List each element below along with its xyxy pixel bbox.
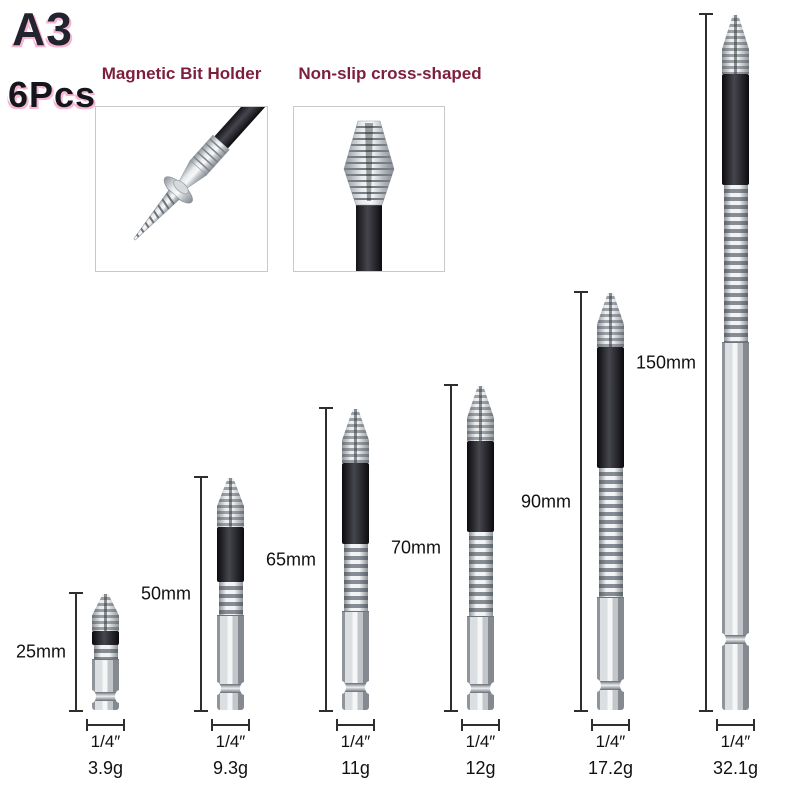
screwdriver-bit-90mm — [592, 293, 629, 710]
length-label: 50mm — [140, 583, 191, 604]
screwdriver-bit-50mm — [212, 478, 249, 710]
hex-dimension-line — [591, 719, 630, 731]
weight-label: 9.3g — [212, 758, 249, 778]
bit-column-50mm: 50mm 1/4″ 9.3g — [141, 476, 250, 778]
weight-label: 3.9g — [87, 758, 124, 778]
nonslip-cross-label: Non-slip cross-shaped — [298, 64, 482, 83]
weight-label: 32.1g — [712, 758, 759, 778]
bit-column-150mm: 150mm 1/4″ 32.1g — [636, 13, 758, 778]
count-badge: 6Pcs — [8, 74, 97, 115]
hex-size-label: 1/4″ — [465, 732, 496, 751]
hex-dimension-line — [86, 719, 125, 731]
hex-dimension-line — [211, 719, 250, 731]
screwdriver-bit-25mm — [87, 594, 124, 710]
length-dimension-line — [194, 476, 208, 712]
bit-column-25mm: 25mm 1/4″ 3.9g — [16, 592, 125, 778]
hex-size-label: 1/4″ — [340, 732, 371, 751]
hex-size-label: 1/4″ — [215, 732, 246, 751]
hex-size-label: 1/4″ — [720, 732, 751, 751]
magnetic-holder-illustration — [132, 107, 267, 243]
hex-size-label: 1/4″ — [595, 732, 626, 751]
screwdriver-bit-65mm — [337, 409, 374, 710]
weight-label: 11g — [341, 758, 370, 778]
bit-column-90mm: 90mm 1/4″ 17.2g — [521, 291, 633, 778]
length-dimension-line — [699, 13, 713, 712]
length-dimension-line — [444, 384, 458, 712]
cross-tip-illustration — [343, 120, 395, 271]
length-dimension-line — [319, 407, 333, 712]
length-dimension-line — [69, 592, 83, 712]
model-badge: A3 — [12, 3, 73, 55]
length-dimension-line — [574, 291, 588, 712]
magnetic-holder-label: Magnetic Bit Holder — [101, 64, 262, 83]
length-label: 25mm — [15, 641, 66, 662]
bit-column-65mm: 65mm 1/4″ 11g — [266, 407, 375, 778]
weight-label: 17.2g — [587, 758, 634, 778]
hex-dimension-line — [336, 719, 375, 731]
magnetic-holder-photo — [95, 106, 268, 272]
screwdriver-bit-70mm — [462, 386, 499, 710]
length-label: 150mm — [635, 352, 696, 372]
length-label: 65mm — [265, 549, 316, 569]
hex-dimension-line — [716, 719, 755, 731]
hex-size-label: 1/4″ — [90, 732, 121, 751]
hex-dimension-line — [461, 719, 500, 731]
cross-tip-photo — [293, 106, 445, 272]
length-label: 90mm — [520, 491, 571, 511]
screwdriver-bit-150mm — [717, 15, 754, 710]
bit-column-70mm: 70mm 1/4″ 12g — [391, 384, 500, 778]
weight-label: 12g — [465, 758, 496, 778]
length-label: 70mm — [390, 537, 441, 558]
